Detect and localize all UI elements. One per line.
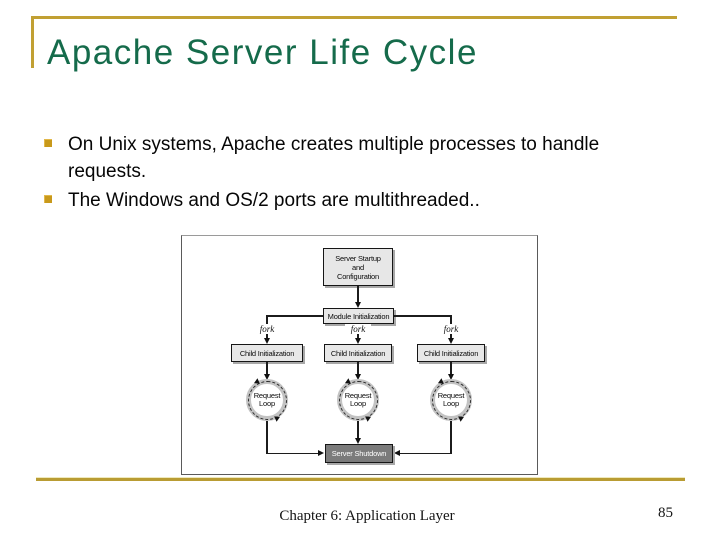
bullet-square-icon [44,195,52,203]
arrowhead-icon [354,374,361,380]
edge-label-fork: fork [254,324,280,334]
arrowhead-icon [263,338,270,344]
node-module-initialization: Module Initialization [323,308,394,324]
connector-line [450,362,452,374]
bullet-item-1: On Unix systems, Apache creates multiple… [44,131,660,185]
node-request-loop-3: Request Loop [430,378,472,422]
connector-line [450,421,452,454]
connector-line [266,421,268,454]
connector-line [267,452,318,454]
arrowhead-icon [447,374,454,380]
diagram-canvas: Server Startup and Configuration Module … [182,236,537,474]
node-child-initialization-2: Child Initialization [324,344,392,362]
request-loop-label: Request Loop [253,390,281,408]
loop-arrow-icon [361,412,371,422]
arrowhead-icon [263,374,270,380]
connector-line [357,286,359,302]
bullet-square-icon [44,139,52,147]
arrowhead-icon [318,449,324,456]
page-title: Apache Server Life Cycle [47,33,478,72]
arrowhead-icon [394,449,400,456]
request-loop-label: Request Loop [437,390,465,408]
arrowhead-icon [447,338,454,344]
node-server-shutdown: Server Shutdown [325,444,393,463]
connector-line [266,362,268,374]
title-accent-top-line [31,16,677,19]
connector-line [394,315,451,317]
loop-arrow-icon [254,378,264,388]
footer-chapter-title: Chapter 6: Application Layer [279,508,455,524]
bullet-text-1: On Unix systems, Apache creates multiple… [68,134,600,182]
edge-label-fork: fork [345,324,371,334]
loop-arrow-icon [270,412,280,422]
edge-label-fork: fork [438,324,464,334]
title-accent-left-line [31,16,34,68]
request-loop-label: Request Loop [344,390,372,408]
arrowhead-icon [354,302,361,308]
connector-line [357,421,359,438]
node-server-startup: Server Startup and Configuration [323,248,393,286]
lifecycle-diagram: Server Startup and Configuration Module … [181,235,538,475]
loop-arrow-icon [345,378,355,388]
footer-accent-line [36,477,685,481]
loop-arrow-icon [438,378,448,388]
connector-line [357,362,359,374]
node-child-initialization-1: Child Initialization [231,344,303,362]
connector-line [400,452,451,454]
arrowhead-icon [354,438,361,444]
node-request-loop-1: Request Loop [246,378,288,422]
loop-arrow-icon [454,412,464,422]
bullet-text-2: The Windows and OS/2 ports are multithre… [68,190,480,211]
bullet-item-2: The Windows and OS/2 ports are multithre… [44,187,660,214]
arrowhead-icon [354,338,361,344]
node-request-loop-2: Request Loop [337,378,379,422]
node-child-initialization-3: Child Initialization [417,344,485,362]
page-number: 85 [658,505,673,521]
connector-line [267,315,323,317]
